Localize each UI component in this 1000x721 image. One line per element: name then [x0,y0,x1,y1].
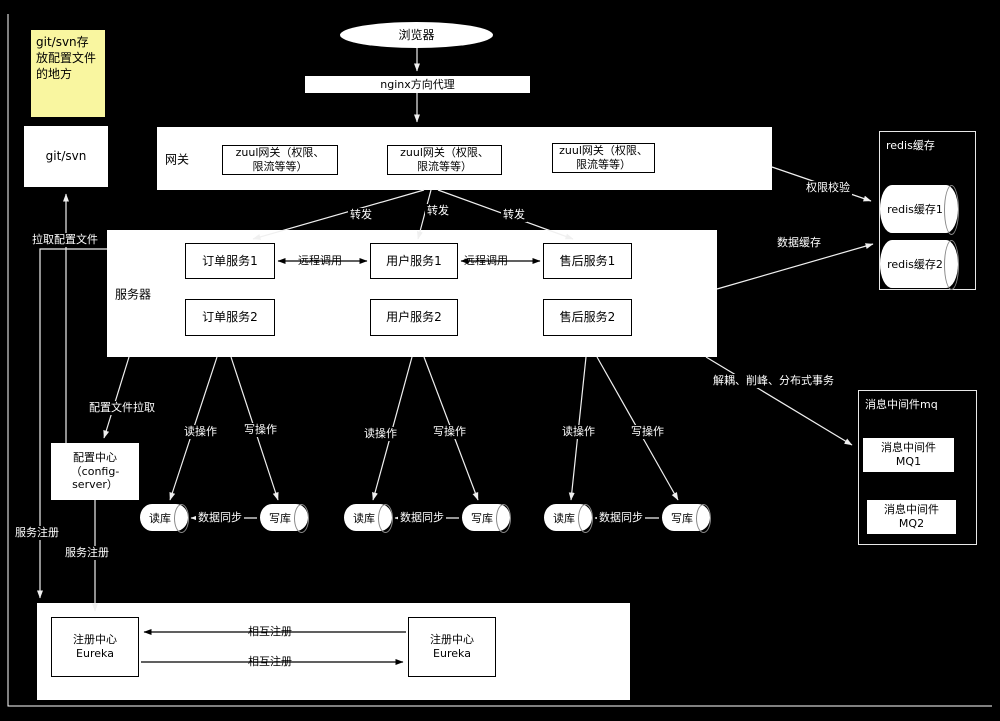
git-svn-node: git/svn [24,126,108,187]
service-register-label-1: 服务注册 [13,526,61,540]
mq-group-label: 消息中间件mq [865,398,938,411]
auth-check-label: 权限校验 [804,181,852,195]
redis-cache-group: redis缓存 redis缓存1 redis缓存2 [879,131,976,290]
forward-label-1: 转发 [348,208,374,222]
mq-node-2: 消息中间件 MQ2 [867,500,956,534]
write-db-cylinder-2: 写库 [462,504,511,533]
user-service-1-node: 用户服务1 [370,243,458,279]
zuul-gateway-node-2: zuul网关（权限、 限流等等） [387,145,502,175]
service-register-label-2: 服务注册 [63,546,111,560]
data-sync-label-3: 数据同步 [597,511,645,525]
edge-server-mq [705,356,853,446]
read-op-label-1: 读操作 [182,425,219,439]
mutual-register-label-1: 相互注册 [246,625,294,639]
config-file-pull-label: 配置文件拉取 [87,401,157,415]
read-op-label-2: 读操作 [362,427,399,441]
read-op-label-3: 读操作 [560,425,597,439]
mq-group: 消息中间件mq 消息中间件 MQ1 消息中间件 MQ2 [858,390,977,545]
edge-data-cache [716,243,874,290]
write-op-label-2: 写操作 [431,425,468,439]
server-group-label: 服务器 [115,287,152,301]
read-db-cylinder-3: 读库 [544,504,593,533]
pull-config-file-label: 拉取配置文件 [30,233,100,247]
data-sync-label-2: 数据同步 [398,511,446,525]
data-cache-label: 数据缓存 [775,236,823,250]
zuul-gateway-node-3: zuul网关（权限、 限流等等） [552,143,655,173]
order-service-2-node: 订单服务2 [185,299,275,336]
aftersales-service-2-node: 售后服务2 [543,299,632,336]
gateway-group: 网关 zuul网关（权限、 限流等等） zuul网关（权限、 限流等等） zuu… [157,127,772,190]
redis-cache-group-label: redis缓存 [886,139,935,152]
write-db-cylinder-3: 写库 [662,504,711,533]
zuul-gateway-node-1: zuul网关（权限、 限流等等） [222,145,338,175]
redis-cache-cylinder-1: redis缓存1 [880,185,959,235]
eureka-node-2: 注册中心 Eureka [408,617,496,677]
order-service-1-node: 订单服务1 [185,243,275,279]
nginx-proxy-node: nginx方向代理 [305,76,530,93]
write-db-cylinder-1: 写库 [260,504,309,533]
remote-call-label-1: 远程调用 [296,254,344,268]
sticky-note: git/svn存放配置文件的地方 [31,30,105,117]
write-op-label-3: 写操作 [629,425,666,439]
forward-label-3: 转发 [501,208,527,222]
write-op-label-1: 写操作 [242,423,279,437]
gateway-group-label: 网关 [165,152,190,166]
redis-cache-cylinder-2: redis缓存2 [880,240,959,290]
read-db-cylinder-2: 读库 [344,504,393,533]
decouple-label: 解耦、削峰、分布式事务 [711,374,836,388]
server-group: 服务器 订单服务1 用户服务1 售后服务1 订单服务2 用户服务2 售后服务2 … [107,230,717,357]
aftersales-service-1-node: 售后服务1 [543,243,632,279]
config-center-node: 配置中心 （config- server） [51,443,139,500]
forward-label-2: 转发 [425,204,451,218]
read-db-cylinder-1: 读库 [140,504,189,533]
registry-group: 注册中心 Eureka 注册中心 Eureka 相互注册 相互注册 [37,603,630,700]
eureka-node-1: 注册中心 Eureka [51,617,139,677]
user-service-2-node: 用户服务2 [370,299,458,336]
mutual-register-label-2: 相互注册 [246,655,294,669]
remote-call-label-2: 远程调用 [462,254,510,268]
data-sync-label-1: 数据同步 [196,511,244,525]
mq-node-1: 消息中间件 MQ1 [863,438,954,472]
browser-node: 浏览器 [340,22,493,48]
edge-server-configcenter [103,356,130,439]
